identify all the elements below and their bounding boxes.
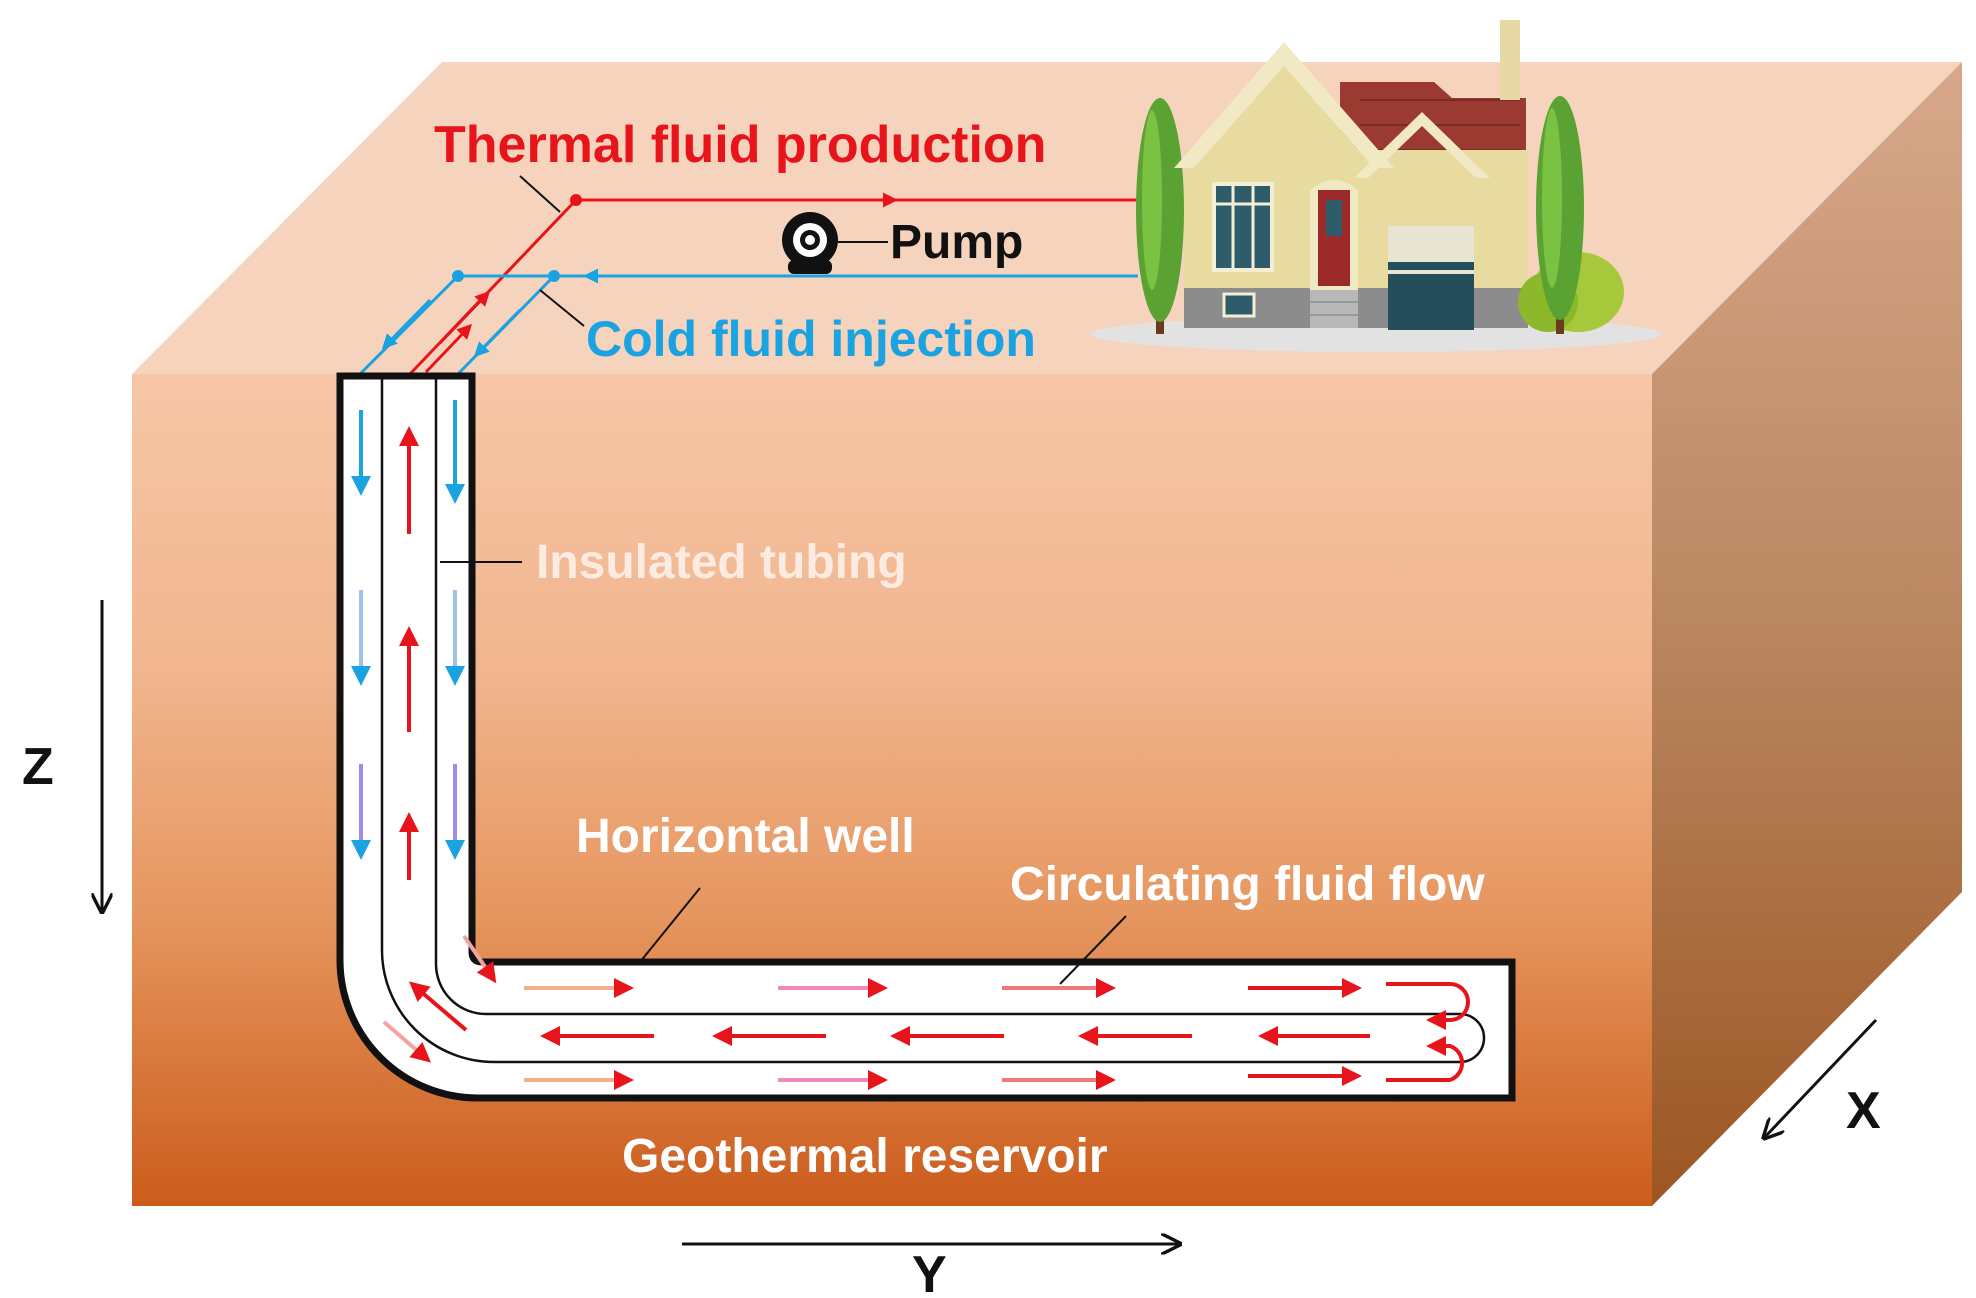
well-outer-wall [336,372,1516,1102]
insulated-tubing-outer [380,376,1486,1064]
axis-arrows [102,600,1878,1244]
y-axis-label: Y [912,1246,947,1298]
insulated-tubing-label: Insulated tubing [536,536,907,589]
reservoir-label: Geothermal reservoir [622,1130,1108,1183]
cold-injection-label: Cold fluid injection [586,311,1036,367]
tree-icon [1518,96,1624,334]
circulating-flow-label: Circulating fluid flow [1010,858,1485,911]
x-axis-arrow [1764,1018,1878,1138]
flow-arrows [351,400,1470,1090]
thermal-production-label: Thermal fluid production [434,116,1046,174]
z-axis-label: Z [22,738,54,796]
leader-lines [519,175,1127,985]
tree-icon [1136,98,1184,334]
block-side-face [1652,62,1962,1206]
x-axis-label: X [1846,1082,1881,1140]
house-icon [1174,20,1528,330]
horizontal-well [336,372,1516,1102]
pump-icon [782,212,888,274]
surface-pipes [358,192,1138,376]
horizontal-well-label: Horizontal well [576,810,915,863]
house-scene [1090,20,1662,352]
labels: Thermal fluid production Pump Cold fluid… [22,116,1881,1298]
pump-label: Pump [890,216,1023,269]
